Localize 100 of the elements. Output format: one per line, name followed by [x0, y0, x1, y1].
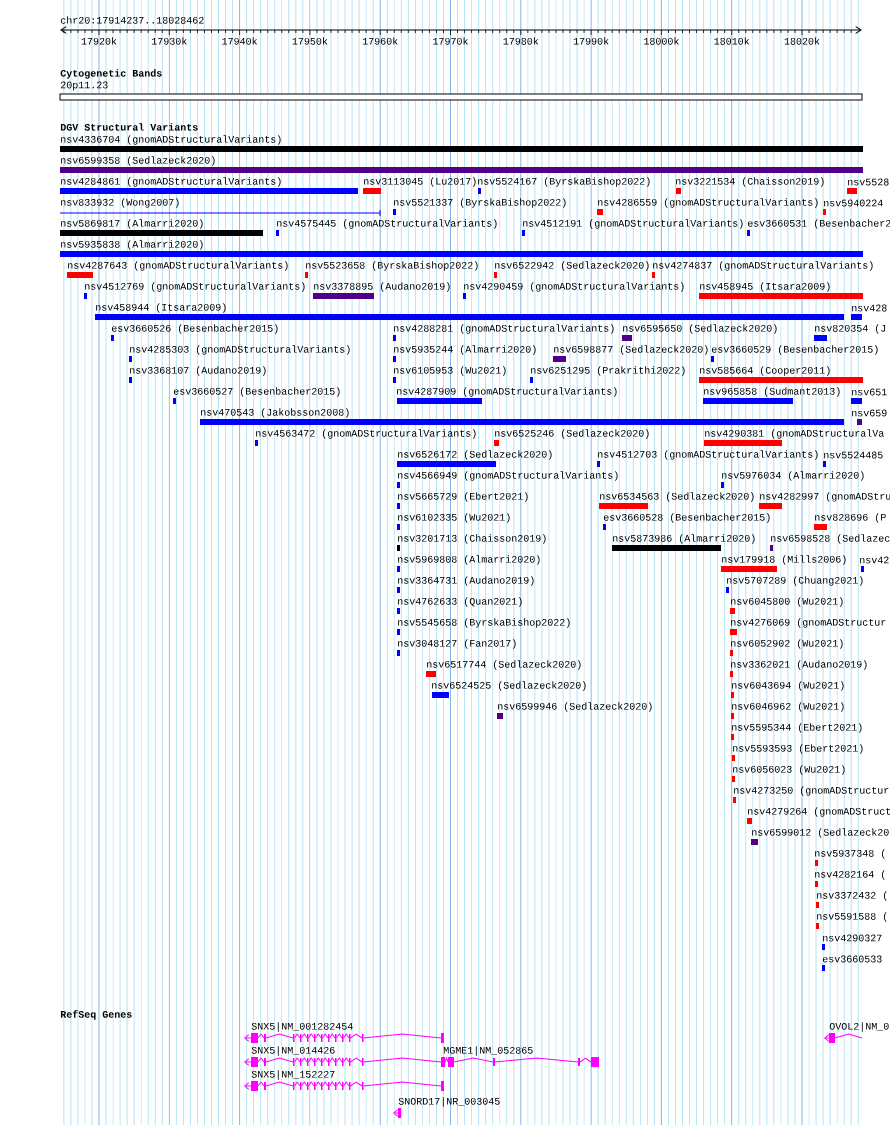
variant-label: nsv179918 (Mills2006) — [722, 555, 846, 565]
tick-label: 17980k — [503, 37, 539, 45]
variant-label: nsv965858 (Sudmant2013) — [704, 387, 840, 397]
variant-label: nsv470543 (Jakobsson2008) — [201, 408, 349, 418]
tick-label: 17960k — [362, 37, 398, 45]
variant-label: nsv828696 (P — [815, 513, 886, 523]
variant-label: nsv5940224 — [824, 199, 883, 207]
variant-label: esv3660531 (Besenbacher2 — [747, 219, 890, 229]
gene-label: SNX5|NM_001282454 — [251, 1022, 353, 1032]
variant-label: nsv428 — [852, 304, 887, 312]
variant-label: nsv5976034 (Almarri2020) — [722, 471, 864, 481]
variant-label: nsv5869817 (Almarri2020) — [61, 219, 203, 229]
variant-label: nsv6595650 (Sedlazeck2020) — [623, 324, 777, 334]
variant-label: nsv4336704 (gnomADStructuralVariants) — [61, 135, 281, 145]
variant-label: nsv4512703 (gnomADStructuralVariants) — [598, 450, 818, 460]
track-title: Cytogenetic Bands — [60, 69, 162, 79]
track-title: DGV Structural Variants — [60, 123, 198, 131]
variant-label: nsv4290459 (gnomADStructuralVariants) — [464, 282, 684, 292]
variant-label: nsv585664 (Cooper2011) — [700, 366, 830, 376]
variant-label: nsv4282164 ( — [815, 870, 885, 880]
variant-label: nsv5937348 ( — [815, 849, 885, 859]
variant-label: nsv6599012 (Sedlazeck20 — [752, 828, 889, 838]
gene-label: SNX5|NM_014426 — [251, 1046, 335, 1056]
variant-label: nsv4512769 (gnomADStructuralVariants) — [85, 282, 305, 292]
variant-label: nsv4287909 (gnomADStructuralVariants) — [397, 387, 617, 397]
variant-label: esv3660527 (Besenbacher2015) — [173, 387, 340, 397]
variant-label: nsv5524167 (ByrskaBishop2022) — [478, 177, 650, 187]
variant-label: nsv5935838 (Almarri2020) — [61, 240, 203, 250]
variant-label: nsv6525246 (Sedlazeck2020) — [495, 429, 649, 439]
variant-label: nsv833932 (Wong2007) — [61, 198, 179, 208]
gene-label: OVOL2|NM_0 — [829, 1022, 889, 1032]
variant-label: nsv5707289 (Chuang2021) — [727, 576, 863, 586]
variant-label: nsv6598528 (Sedlazec — [771, 534, 890, 544]
variant-label: nsv3221534 (Chaisson2019) — [676, 177, 824, 187]
variant-label: nsv3113045 (Lu2017) — [364, 177, 476, 187]
variant-label: nsv6052902 (Wu2021) — [731, 639, 843, 649]
variant-label: nsv6524525 (Sedlazeck2020) — [432, 681, 586, 691]
variant-label: nsv3372432 ( — [817, 891, 887, 901]
variant-label: nsv3378895 (Audano2019) — [314, 282, 450, 292]
tick-label: 18000k — [644, 37, 679, 45]
variant-label: nsv3048127 (Fan2017) — [398, 639, 516, 649]
variant-label: nsv4290327 — [823, 934, 882, 942]
variant-label: nsv6534563 (Sedlazeck2020) — [600, 492, 754, 502]
variant-label: nsv4282997 (gnomADStru — [760, 492, 890, 502]
tick-label: 17930k — [152, 37, 187, 45]
variant-label: nsv6598877 (Sedlazeck2020) — [554, 345, 708, 355]
variant-label: nsv5969808 (Almarri2020) — [398, 555, 540, 565]
variant-label: nsv5873986 (Almarri2020) — [613, 534, 755, 544]
variant-label: nsv458945 (Itsara2009) — [700, 282, 830, 292]
variant-label: esv3660528 (Besenbacher2015) — [603, 513, 770, 523]
band-label: 20p11.23 — [61, 81, 108, 91]
gene-label: SNX5|NM_152227 — [251, 1070, 335, 1080]
variant-label: nsv6517744 (Sedlazeck2020) — [427, 660, 581, 670]
track-title: RefSeq Genes — [60, 1010, 132, 1020]
variant-label: nsv6105953 (Wu2021) — [394, 366, 506, 376]
variant-label: nsv5521337 (ByrskaBishop2022) — [394, 198, 566, 208]
variant-label: nsv458944 (Itsara2009) — [96, 303, 226, 313]
tick-label: 18020k — [784, 37, 820, 45]
variant-label: nsv3368107 (Audano2019) — [130, 366, 266, 376]
variant-label: nsv4575445 (gnomADStructuralVariants) — [277, 219, 497, 229]
variant-label: nsv4288281 (gnomADStructuralVariants) — [394, 324, 614, 334]
variant-label: nsv4290381 (gnomADStructuralVa — [705, 429, 884, 439]
variant-label: nsv4279264 (gnomADStruct — [748, 807, 890, 817]
variant-label: nsv4273250 (gnomADStructur — [734, 786, 889, 796]
variant-label: nsv820354 (J — [815, 324, 886, 334]
variant-label: nsv6522942 (Sedlazeck2020) — [495, 261, 649, 271]
variant-label: nsv651 — [852, 388, 887, 396]
variant-label: nsv4566949 (gnomADStructuralVariants) — [398, 471, 618, 481]
tick-label: 17940k — [222, 37, 258, 45]
tick-label: 17970k — [433, 37, 468, 45]
variant-label: nsv3362021 (Audano2019) — [731, 660, 867, 670]
variant-label: nsv5528 — [848, 178, 889, 186]
variant-label: nsv6102335 (Wu2021) — [398, 513, 510, 523]
variant-label: nsv4762633 (Quan2021) — [398, 597, 522, 607]
variant-label: nsv6056023 (Wu2021) — [733, 765, 845, 775]
variant-label: nsv6251295 (Prakrithi2022) — [531, 366, 685, 376]
variant-label: nsv5665729 (Ebert2021) — [398, 492, 528, 502]
variant-label: nsv4286559 (gnomADStructuralVariants) — [598, 198, 818, 208]
tick-label: 17950k — [292, 37, 328, 45]
tick-label: 18010k — [714, 37, 750, 45]
tick-label: 17990k — [573, 37, 609, 45]
variant-label: nsv4284861 (gnomADStructuralVariants) — [61, 177, 281, 187]
variant-label: nsv42 — [860, 556, 889, 564]
variant-label: nsv5591588 ( — [817, 912, 887, 922]
variant-label: nsv3364731 (Audano2019) — [398, 576, 534, 586]
variant-label: esv3660526 (Besenbacher2015) — [111, 324, 278, 334]
variant-label: nsv5524485 — [824, 451, 883, 459]
variant-label: nsv5935244 (Almarri2020) — [394, 345, 536, 355]
variant-label: nsv6043694 (Wu2021) — [732, 681, 844, 691]
variant-label: esv3660533 — [822, 955, 882, 963]
gene-label: SNORD17|NR_003045 — [398, 1097, 500, 1107]
variant-label: nsv4274837 (gnomADStructuralVariants) — [653, 261, 873, 271]
variant-label: nsv6046962 (Wu2021) — [732, 702, 844, 712]
variant-label: nsv659 — [852, 409, 887, 417]
variant-label: nsv6599946 (Sedlazeck2020) — [498, 702, 652, 712]
variant-label: nsv6599358 (Sedlazeck2020) — [61, 156, 215, 166]
variant-label: nsv4276069 (gnomADStructur — [731, 618, 886, 628]
variant-label: nsv5545658 (ByrskaBishop2022) — [398, 618, 570, 628]
gene-label: MGME1|NM_052865 — [443, 1046, 533, 1056]
variant-label: nsv4512191 (gnomADStructuralVariants) — [523, 219, 743, 229]
